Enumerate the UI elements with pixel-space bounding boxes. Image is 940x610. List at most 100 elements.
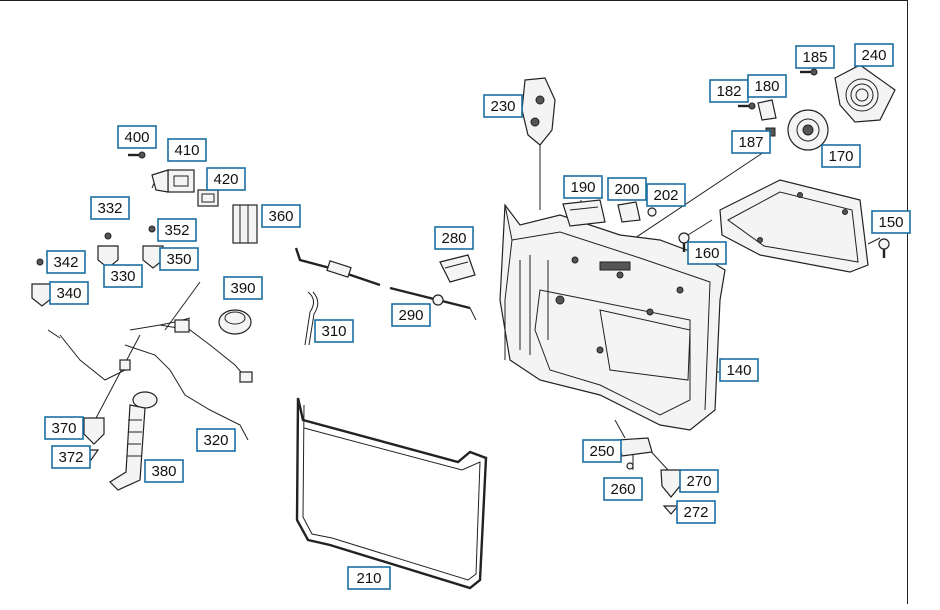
svg-text:170: 170 bbox=[828, 148, 853, 165]
part-260-pin bbox=[626, 462, 634, 470]
svg-text:160: 160 bbox=[694, 245, 719, 262]
svg-text:140: 140 bbox=[726, 362, 751, 379]
part-160-trim-panel bbox=[678, 179, 869, 273]
callout-310: 310 bbox=[314, 319, 354, 343]
part-280-lock bbox=[439, 254, 476, 283]
svg-text:332: 332 bbox=[97, 200, 122, 217]
part-240-speaker-grille bbox=[834, 64, 896, 123]
callout-190: 190 bbox=[563, 175, 603, 199]
svg-text:420: 420 bbox=[213, 171, 238, 188]
callout-290: 290 bbox=[391, 303, 431, 327]
callout-370: 370 bbox=[44, 416, 84, 440]
part-290-rod bbox=[389, 286, 477, 321]
part-210-seal bbox=[295, 397, 488, 590]
callout-352: 352 bbox=[157, 218, 197, 242]
part-250-handle bbox=[617, 437, 653, 457]
part-410-connector bbox=[151, 169, 195, 193]
svg-text:210: 210 bbox=[356, 570, 381, 587]
svg-text:352: 352 bbox=[164, 222, 189, 239]
callout-272: 272 bbox=[676, 500, 716, 524]
svg-text:187: 187 bbox=[738, 134, 763, 151]
part-370-cap bbox=[83, 417, 105, 445]
callout-182: 182 bbox=[709, 79, 749, 103]
part-390-grommet bbox=[218, 309, 252, 335]
callout-185: 185 bbox=[795, 45, 835, 69]
svg-text:342: 342 bbox=[53, 254, 78, 271]
callout-200: 200 bbox=[607, 177, 647, 201]
svg-text:190: 190 bbox=[570, 179, 595, 196]
part-340-clip bbox=[31, 258, 53, 307]
callout-202: 202 bbox=[646, 183, 686, 207]
svg-text:185: 185 bbox=[802, 49, 827, 66]
svg-text:340: 340 bbox=[56, 285, 81, 302]
callout-260: 260 bbox=[603, 477, 643, 501]
svg-text:410: 410 bbox=[174, 142, 199, 159]
part-360-block bbox=[232, 204, 258, 244]
callout-332: 332 bbox=[90, 196, 130, 220]
callout-410: 410 bbox=[167, 138, 207, 162]
part-272-screw bbox=[662, 505, 680, 515]
callout-140: 140 bbox=[719, 358, 759, 382]
svg-text:250: 250 bbox=[589, 443, 614, 460]
callout-390: 390 bbox=[223, 276, 263, 300]
callout-280: 280 bbox=[434, 226, 474, 250]
callout-420: 420 bbox=[206, 167, 246, 191]
callout-340: 340 bbox=[49, 281, 89, 305]
part-200-insert bbox=[617, 201, 657, 223]
svg-text:200: 200 bbox=[614, 181, 639, 198]
svg-text:350: 350 bbox=[166, 251, 191, 268]
svg-text:272: 272 bbox=[683, 504, 708, 521]
svg-text:260: 260 bbox=[610, 481, 635, 498]
callout-372: 372 bbox=[51, 445, 91, 469]
svg-text:290: 290 bbox=[398, 307, 423, 324]
part-320-harness bbox=[59, 317, 253, 441]
callouts: 400 410 420 332 352 342 330 350 340 360 … bbox=[44, 43, 911, 590]
part-230-mirror-bracket bbox=[521, 77, 556, 146]
svg-text:180: 180 bbox=[754, 78, 779, 95]
callout-170: 170 bbox=[821, 144, 861, 168]
callout-350: 350 bbox=[159, 247, 199, 271]
diagram-frame bbox=[0, 0, 908, 604]
callout-330: 330 bbox=[103, 264, 143, 288]
svg-text:370: 370 bbox=[51, 420, 76, 437]
callout-187: 187 bbox=[731, 130, 771, 154]
part-310-tie bbox=[304, 291, 319, 346]
svg-text:360: 360 bbox=[268, 208, 293, 225]
svg-text:320: 320 bbox=[203, 432, 228, 449]
svg-text:202: 202 bbox=[653, 187, 678, 204]
part-170-speaker bbox=[738, 68, 829, 151]
svg-text:380: 380 bbox=[151, 463, 176, 480]
svg-text:270: 270 bbox=[686, 473, 711, 490]
part-270-cap bbox=[660, 469, 682, 498]
callout-210: 210 bbox=[347, 566, 391, 590]
part-150-screw bbox=[878, 238, 890, 258]
svg-text:310: 310 bbox=[321, 323, 346, 340]
svg-text:330: 330 bbox=[110, 268, 135, 285]
svg-text:400: 400 bbox=[124, 129, 149, 146]
svg-text:390: 390 bbox=[230, 280, 255, 297]
svg-text:240: 240 bbox=[861, 47, 886, 64]
callout-180: 180 bbox=[747, 74, 787, 98]
callout-360: 360 bbox=[261, 204, 301, 228]
part-420-bezel bbox=[197, 189, 219, 207]
svg-text:182: 182 bbox=[716, 83, 741, 100]
svg-text:150: 150 bbox=[878, 214, 903, 231]
callout-240: 240 bbox=[854, 43, 894, 67]
callout-250: 250 bbox=[582, 439, 622, 463]
callout-400: 400 bbox=[117, 125, 157, 149]
callout-270: 270 bbox=[679, 469, 719, 493]
callout-342: 342 bbox=[46, 250, 86, 274]
callout-230: 230 bbox=[483, 94, 523, 118]
svg-text:280: 280 bbox=[441, 230, 466, 247]
svg-text:230: 230 bbox=[490, 98, 515, 115]
svg-text:372: 372 bbox=[58, 449, 83, 466]
part-cable-rod bbox=[294, 247, 381, 287]
part-380-rubber-boot bbox=[109, 391, 158, 491]
part-350-clip bbox=[142, 225, 164, 269]
part-140-door-frame bbox=[499, 203, 726, 431]
callout-320: 320 bbox=[196, 428, 236, 452]
callout-150: 150 bbox=[871, 210, 911, 234]
callout-160: 160 bbox=[687, 241, 727, 265]
part-330-clip bbox=[97, 232, 119, 269]
